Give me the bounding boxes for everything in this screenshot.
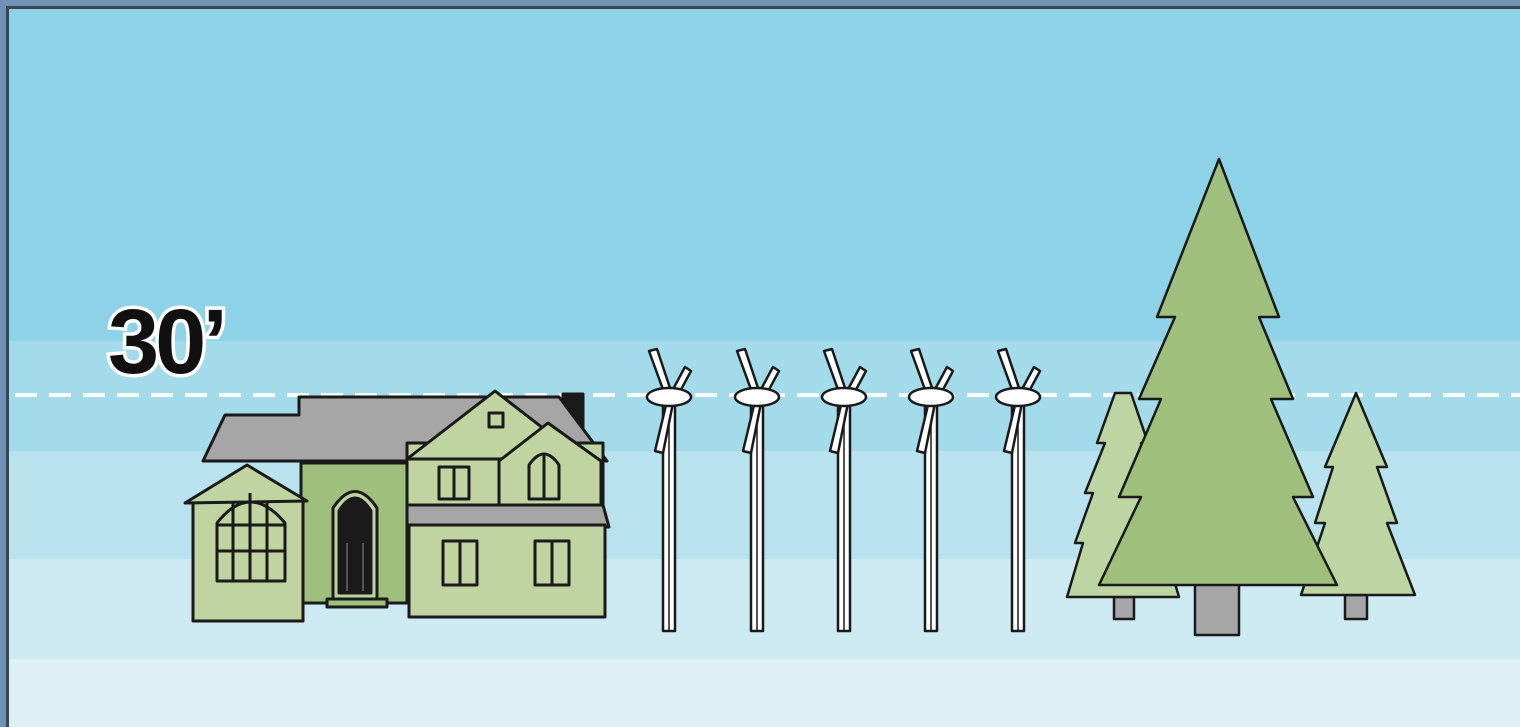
height-comparison-illustration: 30’ xyxy=(9,9,1520,727)
sky-band-5 xyxy=(9,659,1520,727)
sky-band-top xyxy=(9,9,1520,344)
height-label: 30’ xyxy=(108,291,224,393)
diagram-frame: 30’ xyxy=(6,6,1520,727)
house-icon xyxy=(185,391,609,621)
